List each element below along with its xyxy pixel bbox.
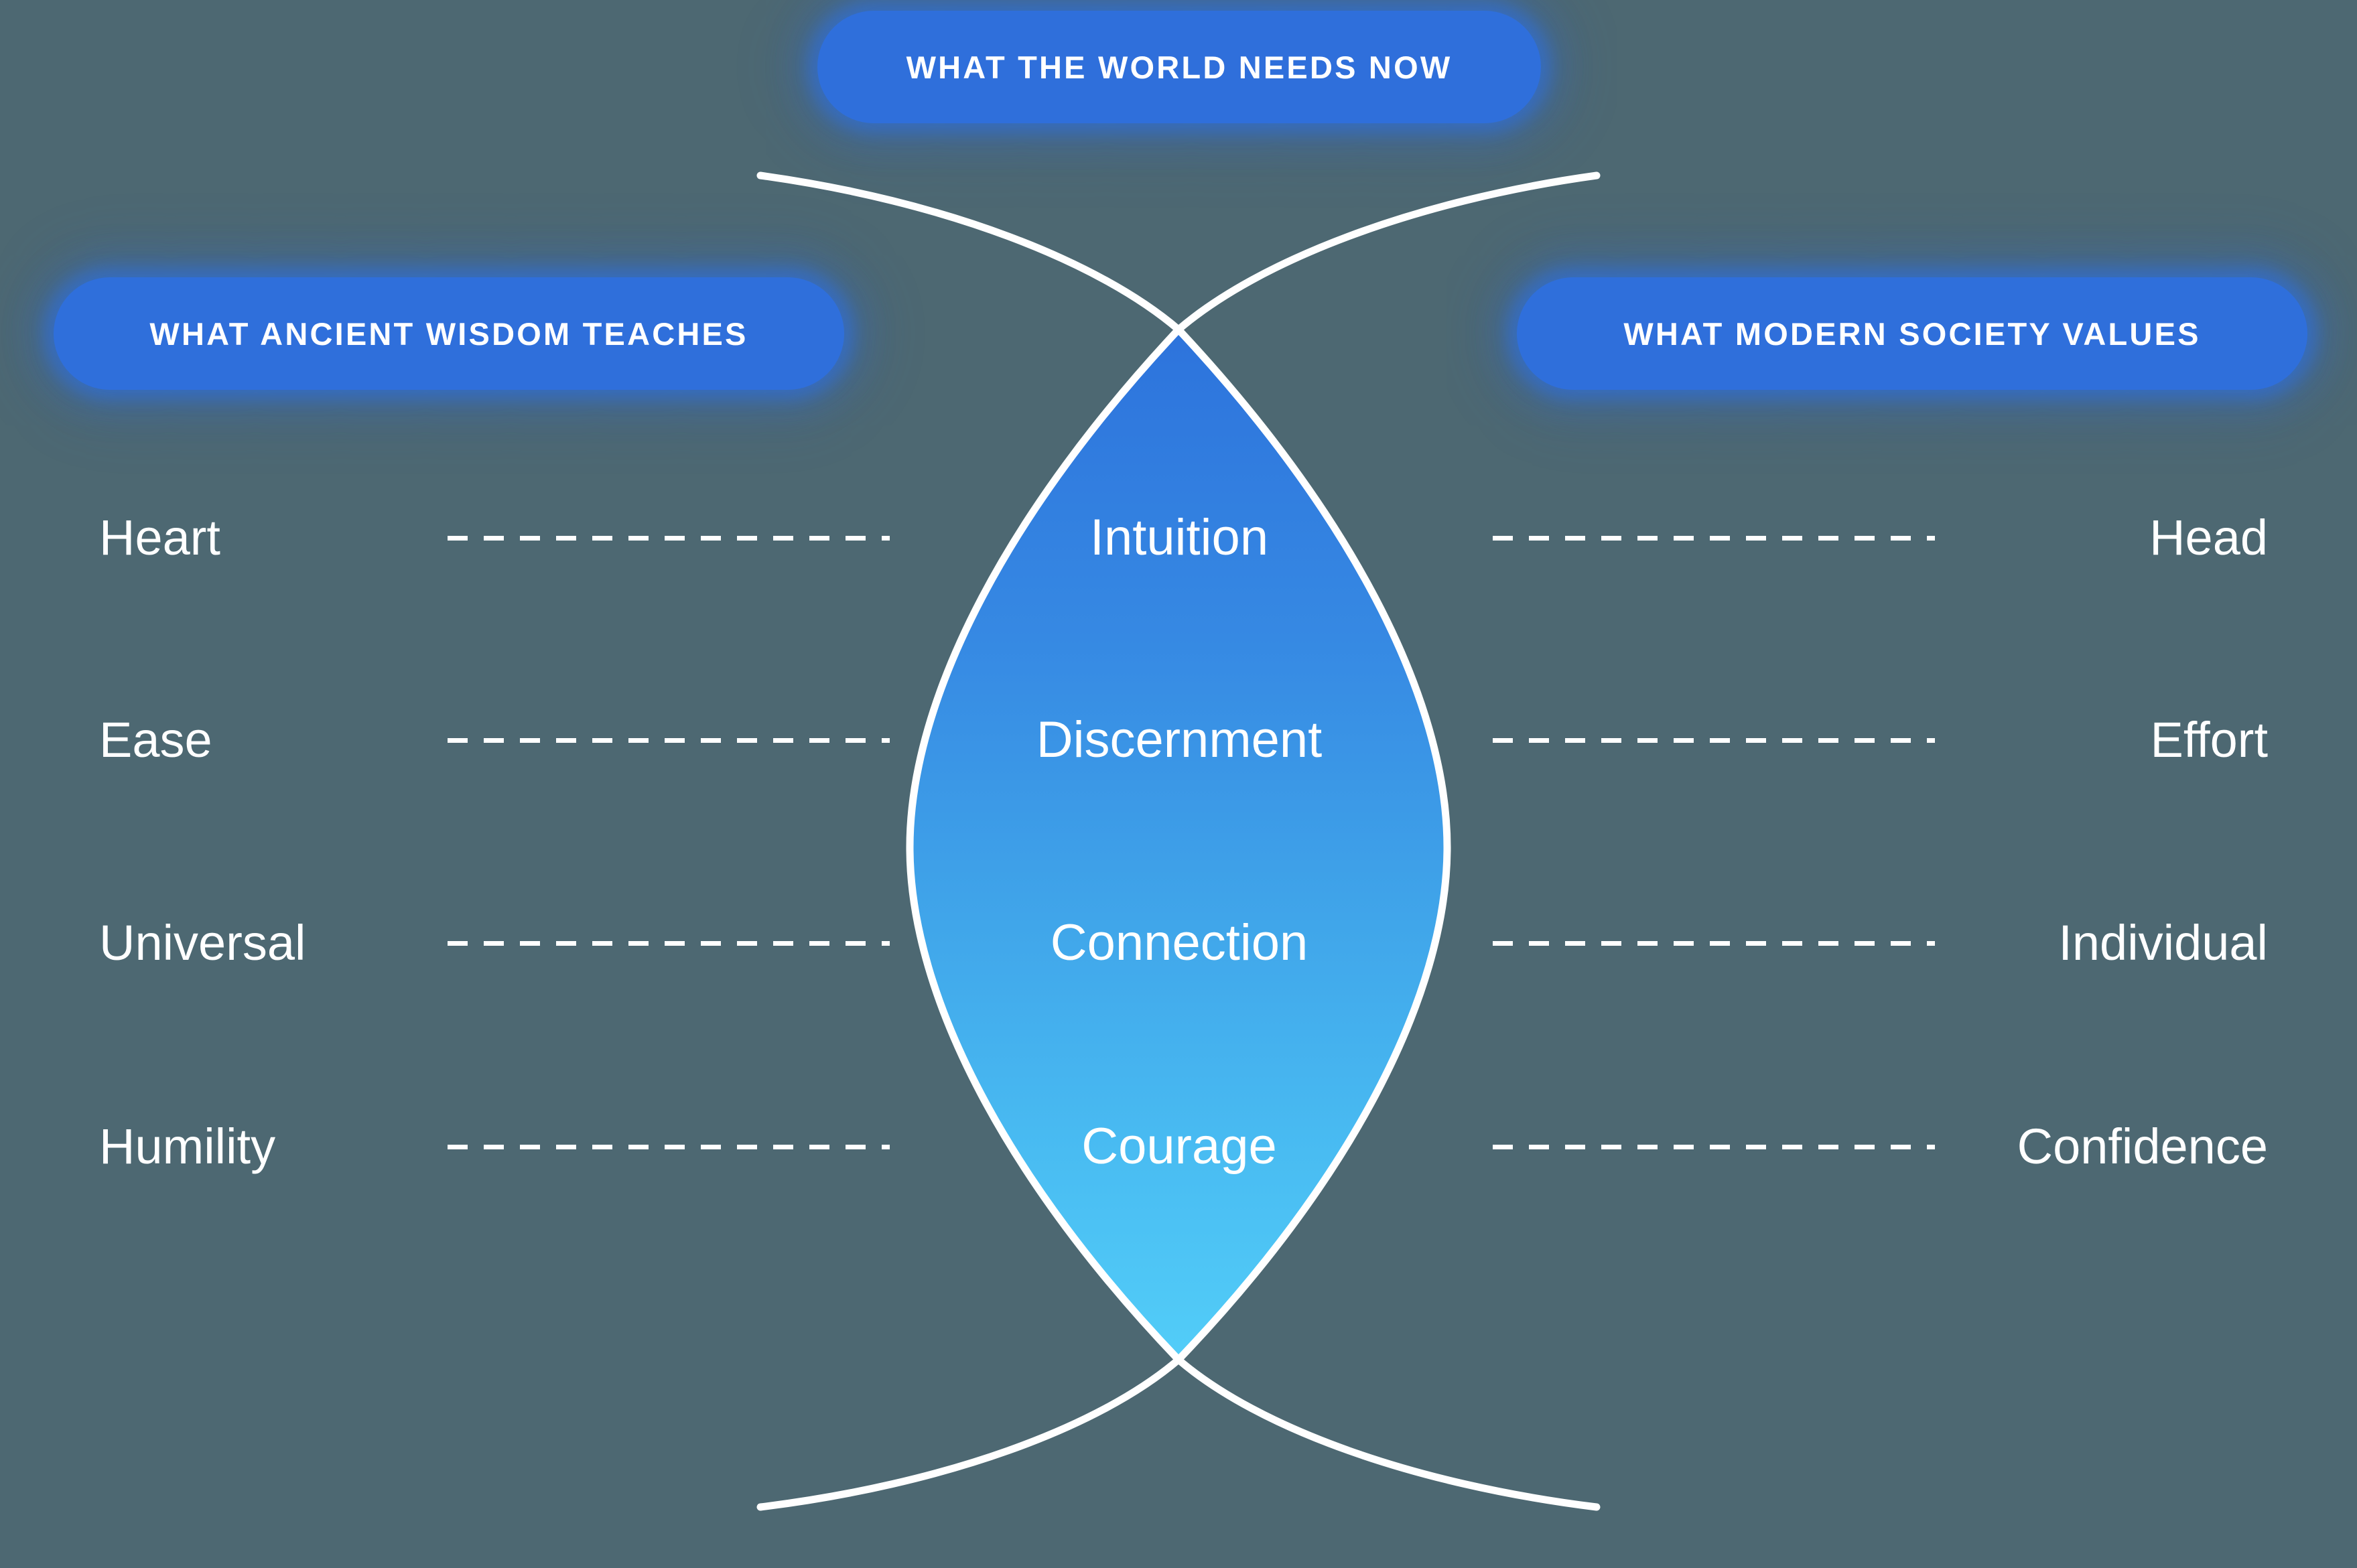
row-4-left-connector: [448, 1145, 890, 1149]
badge-what-the-world-needs-now[interactable]: WHAT THE WORLD NEEDS NOW: [817, 11, 1541, 123]
row-3-left-label: Universal: [99, 915, 306, 971]
right-set-arc: [906, 171, 1601, 1511]
row-3-center-label: Connection: [1050, 914, 1308, 971]
left-set-arc: [756, 171, 1451, 1511]
badge-what-ancient-wisdom-teaches[interactable]: WHAT ANCIENT WISDOM TEACHES: [54, 277, 844, 390]
row-1-left-label: Heart: [99, 510, 220, 565]
row-4-left-label: Humility: [99, 1119, 276, 1174]
row-2-left-label: Ease: [99, 712, 212, 768]
lens-shape: [910, 330, 1447, 1360]
row-1-center-label: Intuition: [1089, 509, 1269, 566]
row-1-right-label: Head: [2149, 510, 2268, 565]
row-1-left-connector: [448, 536, 890, 541]
row-3-left-connector: [448, 941, 890, 946]
row-2-right-label: Effort: [2150, 712, 2269, 768]
row-2-center-label: Discernment: [1036, 711, 1323, 768]
row-4-right-label: Confidence: [2017, 1119, 2268, 1174]
badge-what-modern-society-values[interactable]: WHAT MODERN SOCIETY VALUES: [1517, 277, 2307, 390]
row-1-right-connector: [1493, 536, 1935, 541]
row-3-right-label: Individual: [2058, 915, 2268, 971]
row-2-left-connector: [448, 738, 890, 743]
row-2-right-connector: [1493, 738, 1935, 743]
row-3-right-connector: [1493, 941, 1935, 946]
row-4-center-label: Courage: [1081, 1118, 1277, 1175]
row-4-right-connector: [1493, 1145, 1935, 1149]
